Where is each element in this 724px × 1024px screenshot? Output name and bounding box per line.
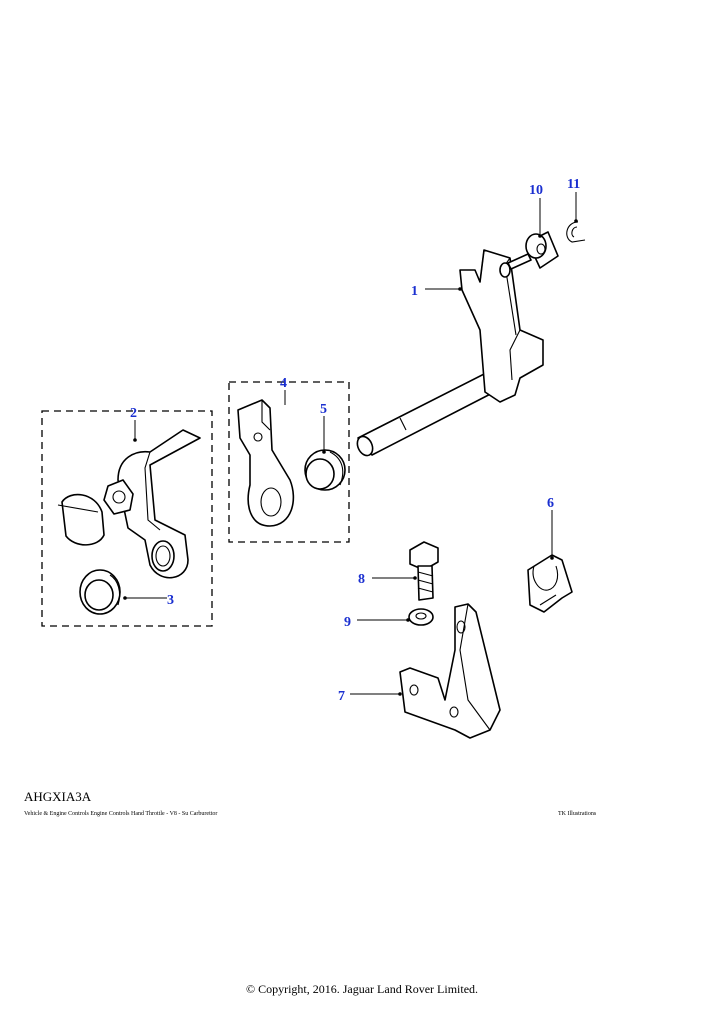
part-2-knob: [57, 493, 105, 546]
callout-11: 11: [567, 177, 580, 192]
part-8-bolt: [409, 541, 439, 601]
callout-2: 2: [130, 406, 137, 421]
part-11-clip: [566, 221, 586, 243]
illustration-credit: TK Illustrations: [558, 811, 597, 817]
callout-9: 9: [344, 615, 351, 630]
callout-8: 8: [358, 572, 365, 587]
callout-4: 4: [280, 376, 287, 391]
part-4-link-plate: [237, 399, 295, 527]
callout-5: 5: [320, 402, 327, 417]
part-7-mounting-bracket: [399, 603, 501, 739]
part-9-washer: [408, 608, 434, 626]
callout-3: 3: [167, 593, 174, 608]
part-1-throttle-lever: [356, 249, 544, 457]
callout-7: 7: [338, 689, 345, 704]
part-6-spring-clip: [527, 554, 573, 613]
part-10-bush: [525, 231, 559, 269]
group-box-2-3: [41, 410, 213, 627]
part-5-bush: [304, 449, 346, 491]
callout-labels: 1 2 3 4 5 6 7 8 9 10 11: [130, 177, 580, 704]
part-2-bracket: [103, 429, 201, 579]
callout-1: 1: [411, 284, 418, 299]
callout-10: 10: [529, 183, 543, 198]
part-3-grommet: [79, 569, 121, 615]
diagram-reference-code: AHGXIA3A: [24, 789, 92, 804]
group-box-4-5: [228, 381, 350, 543]
copyright-notice: © Copyright, 2016. Jaguar Land Rover Lim…: [245, 982, 479, 996]
leader-lines: [123, 192, 578, 696]
callout-6: 6: [547, 496, 554, 511]
diagram-caption: Vehicle & Engine Controls Engine Control…: [24, 811, 218, 817]
